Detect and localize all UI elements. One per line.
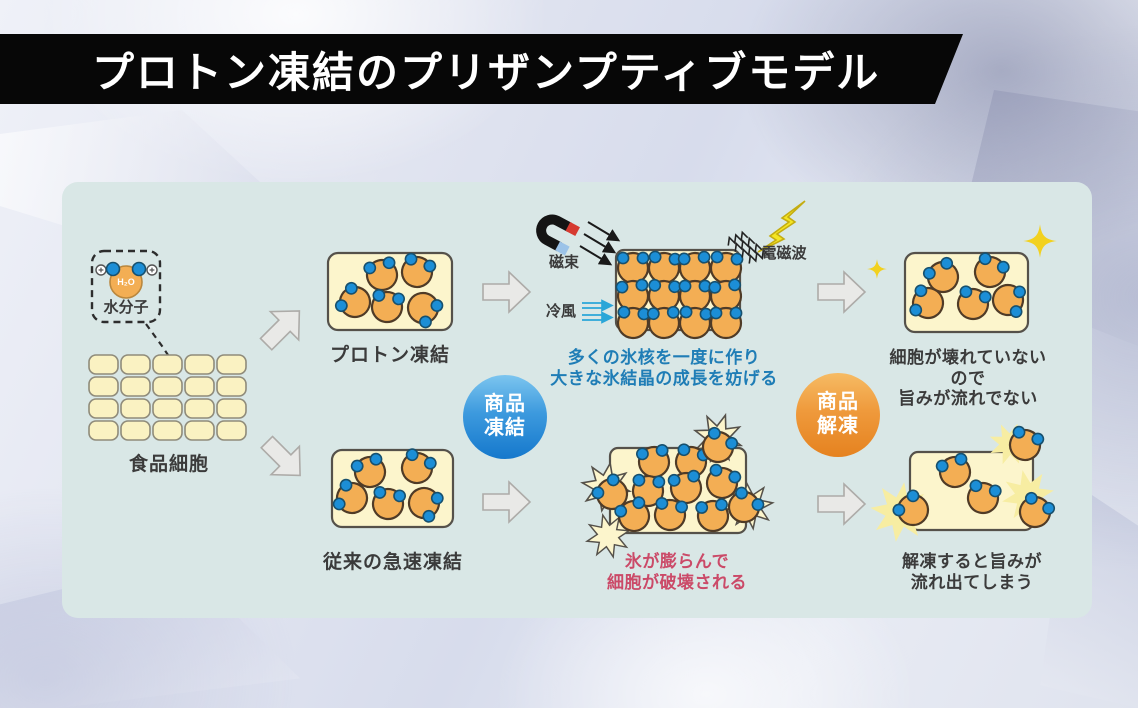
water-molecule-label: 水分子	[103, 299, 149, 316]
arrow-down-right-icon	[251, 427, 316, 491]
magnetic-flux-label: 磁束	[548, 254, 580, 271]
food-cells-label: 食品細胞	[128, 454, 210, 475]
leaking-box-icon	[866, 416, 1060, 546]
page-title: プロトン凍結のプリザンプティブモデル	[92, 47, 881, 97]
arrow-right-icon	[482, 271, 531, 313]
proton-freezing-label: プロトン凍結	[329, 345, 451, 366]
proton-caption: 多くの氷核を一度に作り 大きな氷結晶の成長を妨げる	[550, 348, 778, 388]
title-banner: プロトン凍結のプリザンプティブモデル	[0, 34, 963, 104]
proton-freezing-box-icon	[326, 250, 454, 332]
freeze-badge: 商品 凍結	[463, 375, 547, 459]
leaking-caption: 解凍すると旨みが 流れ出てしまう	[902, 552, 1042, 592]
conventional-freezing-label: 従来の急速凍結	[322, 552, 464, 573]
sparkle-icon	[867, 259, 887, 279]
arrow-right-icon	[482, 481, 531, 523]
arrow-up-right-icon	[251, 295, 315, 360]
em-wave-squiggles-icon	[727, 230, 770, 264]
lightning-bolt-icon	[757, 200, 806, 253]
h2o-formula: H₂O	[117, 277, 135, 287]
magnet-icon	[536, 214, 580, 256]
intact-result-box-icon	[903, 250, 1030, 334]
food-cells-icon	[88, 354, 247, 441]
destroyed-caption: 氷が膨らんで 細胞が破壊される	[607, 552, 747, 592]
arrow-right-icon	[817, 271, 866, 313]
intact-result-caption: 細胞が壊れていないので 旨みが流れでない	[889, 348, 1047, 409]
sparkle-icon	[1023, 224, 1057, 258]
cold-air-label: 冷風	[545, 303, 577, 320]
conventional-freezing-box-icon	[330, 446, 455, 529]
thaw-badge: 商品 解凍	[796, 373, 880, 457]
magnetic-flux-arrows-icon	[579, 221, 621, 266]
freezing-process-box-icon	[614, 248, 745, 341]
em-wave-label: 電磁波	[761, 245, 807, 262]
destroyed-cells-box-icon	[577, 406, 777, 563]
arrow-right-icon	[817, 483, 866, 525]
cold-air-arrows-icon	[582, 299, 614, 324]
